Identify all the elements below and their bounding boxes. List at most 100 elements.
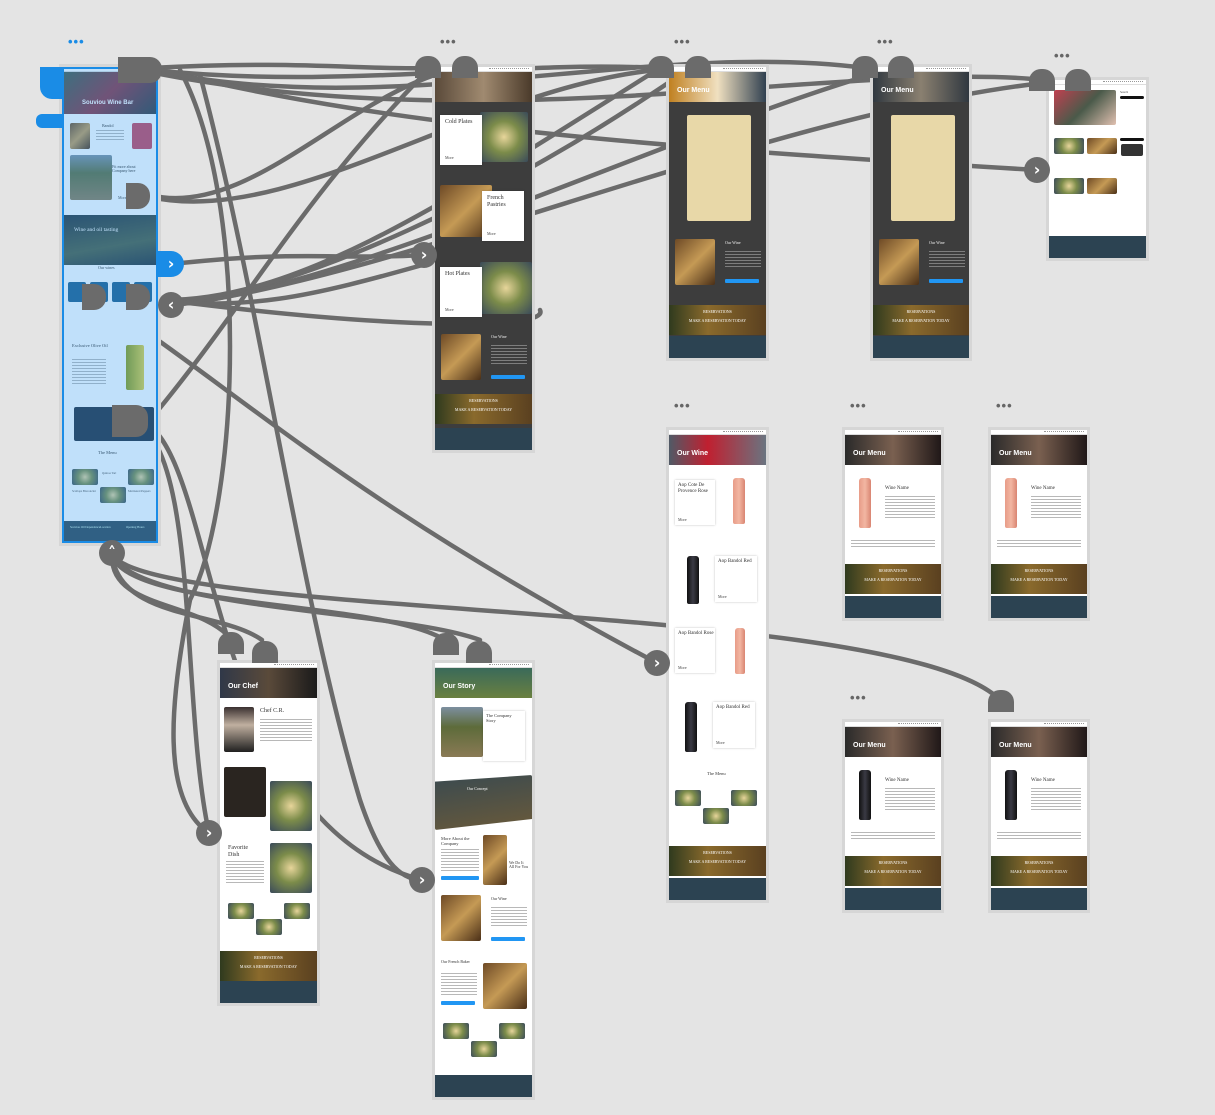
- text: [441, 973, 477, 995]
- button[interactable]: [441, 876, 479, 880]
- image: [441, 707, 483, 757]
- artboard-menu-dots[interactable]: •••: [674, 398, 691, 413]
- artboard-our-story[interactable]: Our Story The Company Story Our Concept …: [435, 663, 532, 1097]
- meet-producers-button[interactable]: [491, 937, 525, 941]
- image: [270, 843, 312, 893]
- more-link[interactable]: More: [716, 740, 725, 745]
- footer-text: Souviou Oil Dependance: [70, 525, 101, 529]
- chevron-right-icon[interactable]: ›: [644, 650, 670, 676]
- chevron-right-icon[interactable]: ›: [411, 242, 437, 268]
- more-link[interactable]: More: [678, 665, 687, 670]
- hero-title: Our Menu: [853, 450, 886, 457]
- post-image[interactable]: [1054, 178, 1084, 194]
- wire-target-handle[interactable]: [433, 633, 459, 655]
- wire-target-handle[interactable]: [888, 56, 914, 78]
- post-image[interactable]: [1087, 138, 1117, 154]
- chevron-right-icon[interactable]: ›: [1024, 157, 1050, 183]
- artboard-menu-dots[interactable]: •••: [674, 34, 691, 49]
- image: [128, 469, 154, 485]
- post-image[interactable]: [1054, 138, 1084, 154]
- wire-target-handle[interactable]: [466, 641, 492, 663]
- home-marker[interactable]: [40, 67, 64, 99]
- image: [675, 790, 701, 806]
- more-link[interactable]: More: [118, 195, 127, 200]
- chevron-left-icon[interactable]: ‹: [158, 292, 184, 318]
- wire-target-handle[interactable]: [852, 56, 878, 78]
- wire-target-handle[interactable]: [988, 690, 1014, 712]
- image: [256, 919, 282, 935]
- text: [96, 130, 124, 140]
- artboard-menu-dots[interactable]: •••: [440, 34, 457, 49]
- wire-target-handle[interactable]: [452, 56, 478, 78]
- artboard-menu-dots[interactable]: •••: [850, 690, 867, 705]
- wire-target-handle[interactable]: [1065, 69, 1091, 91]
- reservation-sub: MAKE A RESERVATION TODAY: [864, 869, 922, 874]
- chevron-right-icon[interactable]: ›: [409, 867, 435, 893]
- hero-title: Our Menu: [853, 742, 886, 749]
- wire-source-handle[interactable]: [126, 183, 150, 209]
- wire-target-handle[interactable]: [648, 56, 674, 78]
- artboard-menu-dots[interactable]: •••: [850, 398, 867, 413]
- meet-producers-button[interactable]: [725, 279, 759, 283]
- wine-name: Wine Name: [1031, 486, 1055, 491]
- wine-thumb[interactable]: [112, 282, 130, 302]
- more-link[interactable]: More: [487, 231, 496, 236]
- wire-target-handle[interactable]: [415, 56, 441, 78]
- artboard-menu-dots[interactable]: •••: [1054, 48, 1071, 63]
- post-image[interactable]: [1087, 178, 1117, 194]
- scroll-marker[interactable]: [36, 114, 64, 128]
- image: [483, 963, 527, 1009]
- text: [226, 861, 264, 885]
- search-input[interactable]: Search: [1120, 90, 1129, 94]
- wire-target-handle[interactable]: [685, 56, 711, 78]
- wire-target-handle[interactable]: [252, 641, 278, 663]
- more-link[interactable]: More: [445, 155, 454, 160]
- footer: [991, 596, 1087, 618]
- heading: Fit more about Company here: [112, 164, 136, 174]
- artboard-menu-dots[interactable]: •••: [68, 34, 85, 49]
- text: [441, 849, 479, 871]
- reservation-heading: RESERVATIONS: [703, 309, 732, 314]
- chevron-up-icon[interactable]: ˄: [99, 540, 125, 566]
- artboard-blog[interactable]: Search: [1049, 80, 1146, 258]
- footer: [991, 888, 1087, 910]
- reservation-sub: MAKE A RESERVATION TODAY: [864, 577, 922, 582]
- hero-title: Our Wine: [677, 450, 709, 457]
- reservation-heading: RESERVATIONS: [254, 955, 283, 960]
- wire-target-handle[interactable]: [1029, 69, 1055, 91]
- chevron-right-icon[interactable]: ›: [196, 820, 222, 846]
- more-link[interactable]: More: [718, 594, 727, 599]
- hero: [435, 72, 532, 102]
- wire-source-handle[interactable]: [126, 284, 150, 310]
- artboard-our-chef[interactable]: Our Chef Chef C.R. Favorite Dish RESERVA…: [220, 663, 317, 1003]
- artboard-menu-dots[interactable]: •••: [877, 34, 894, 49]
- heading: The Menu: [98, 450, 117, 455]
- more-link[interactable]: More: [445, 307, 454, 312]
- meet-producers-button[interactable]: [491, 375, 525, 379]
- wire-source-handle[interactable]: [118, 57, 162, 83]
- meet-producers-button[interactable]: [929, 279, 963, 283]
- chevron-right-icon[interactable]: ›: [158, 251, 184, 277]
- video[interactable]: [224, 767, 266, 817]
- more-link[interactable]: More: [678, 517, 687, 522]
- wire-target-handle[interactable]: [218, 632, 244, 654]
- button[interactable]: [441, 1001, 475, 1005]
- wire-source-handle[interactable]: [82, 284, 106, 310]
- wine-thumb[interactable]: [68, 282, 86, 302]
- wire-source-handle[interactable]: [112, 405, 148, 437]
- artboard-menu-dots[interactable]: •••: [996, 398, 1013, 413]
